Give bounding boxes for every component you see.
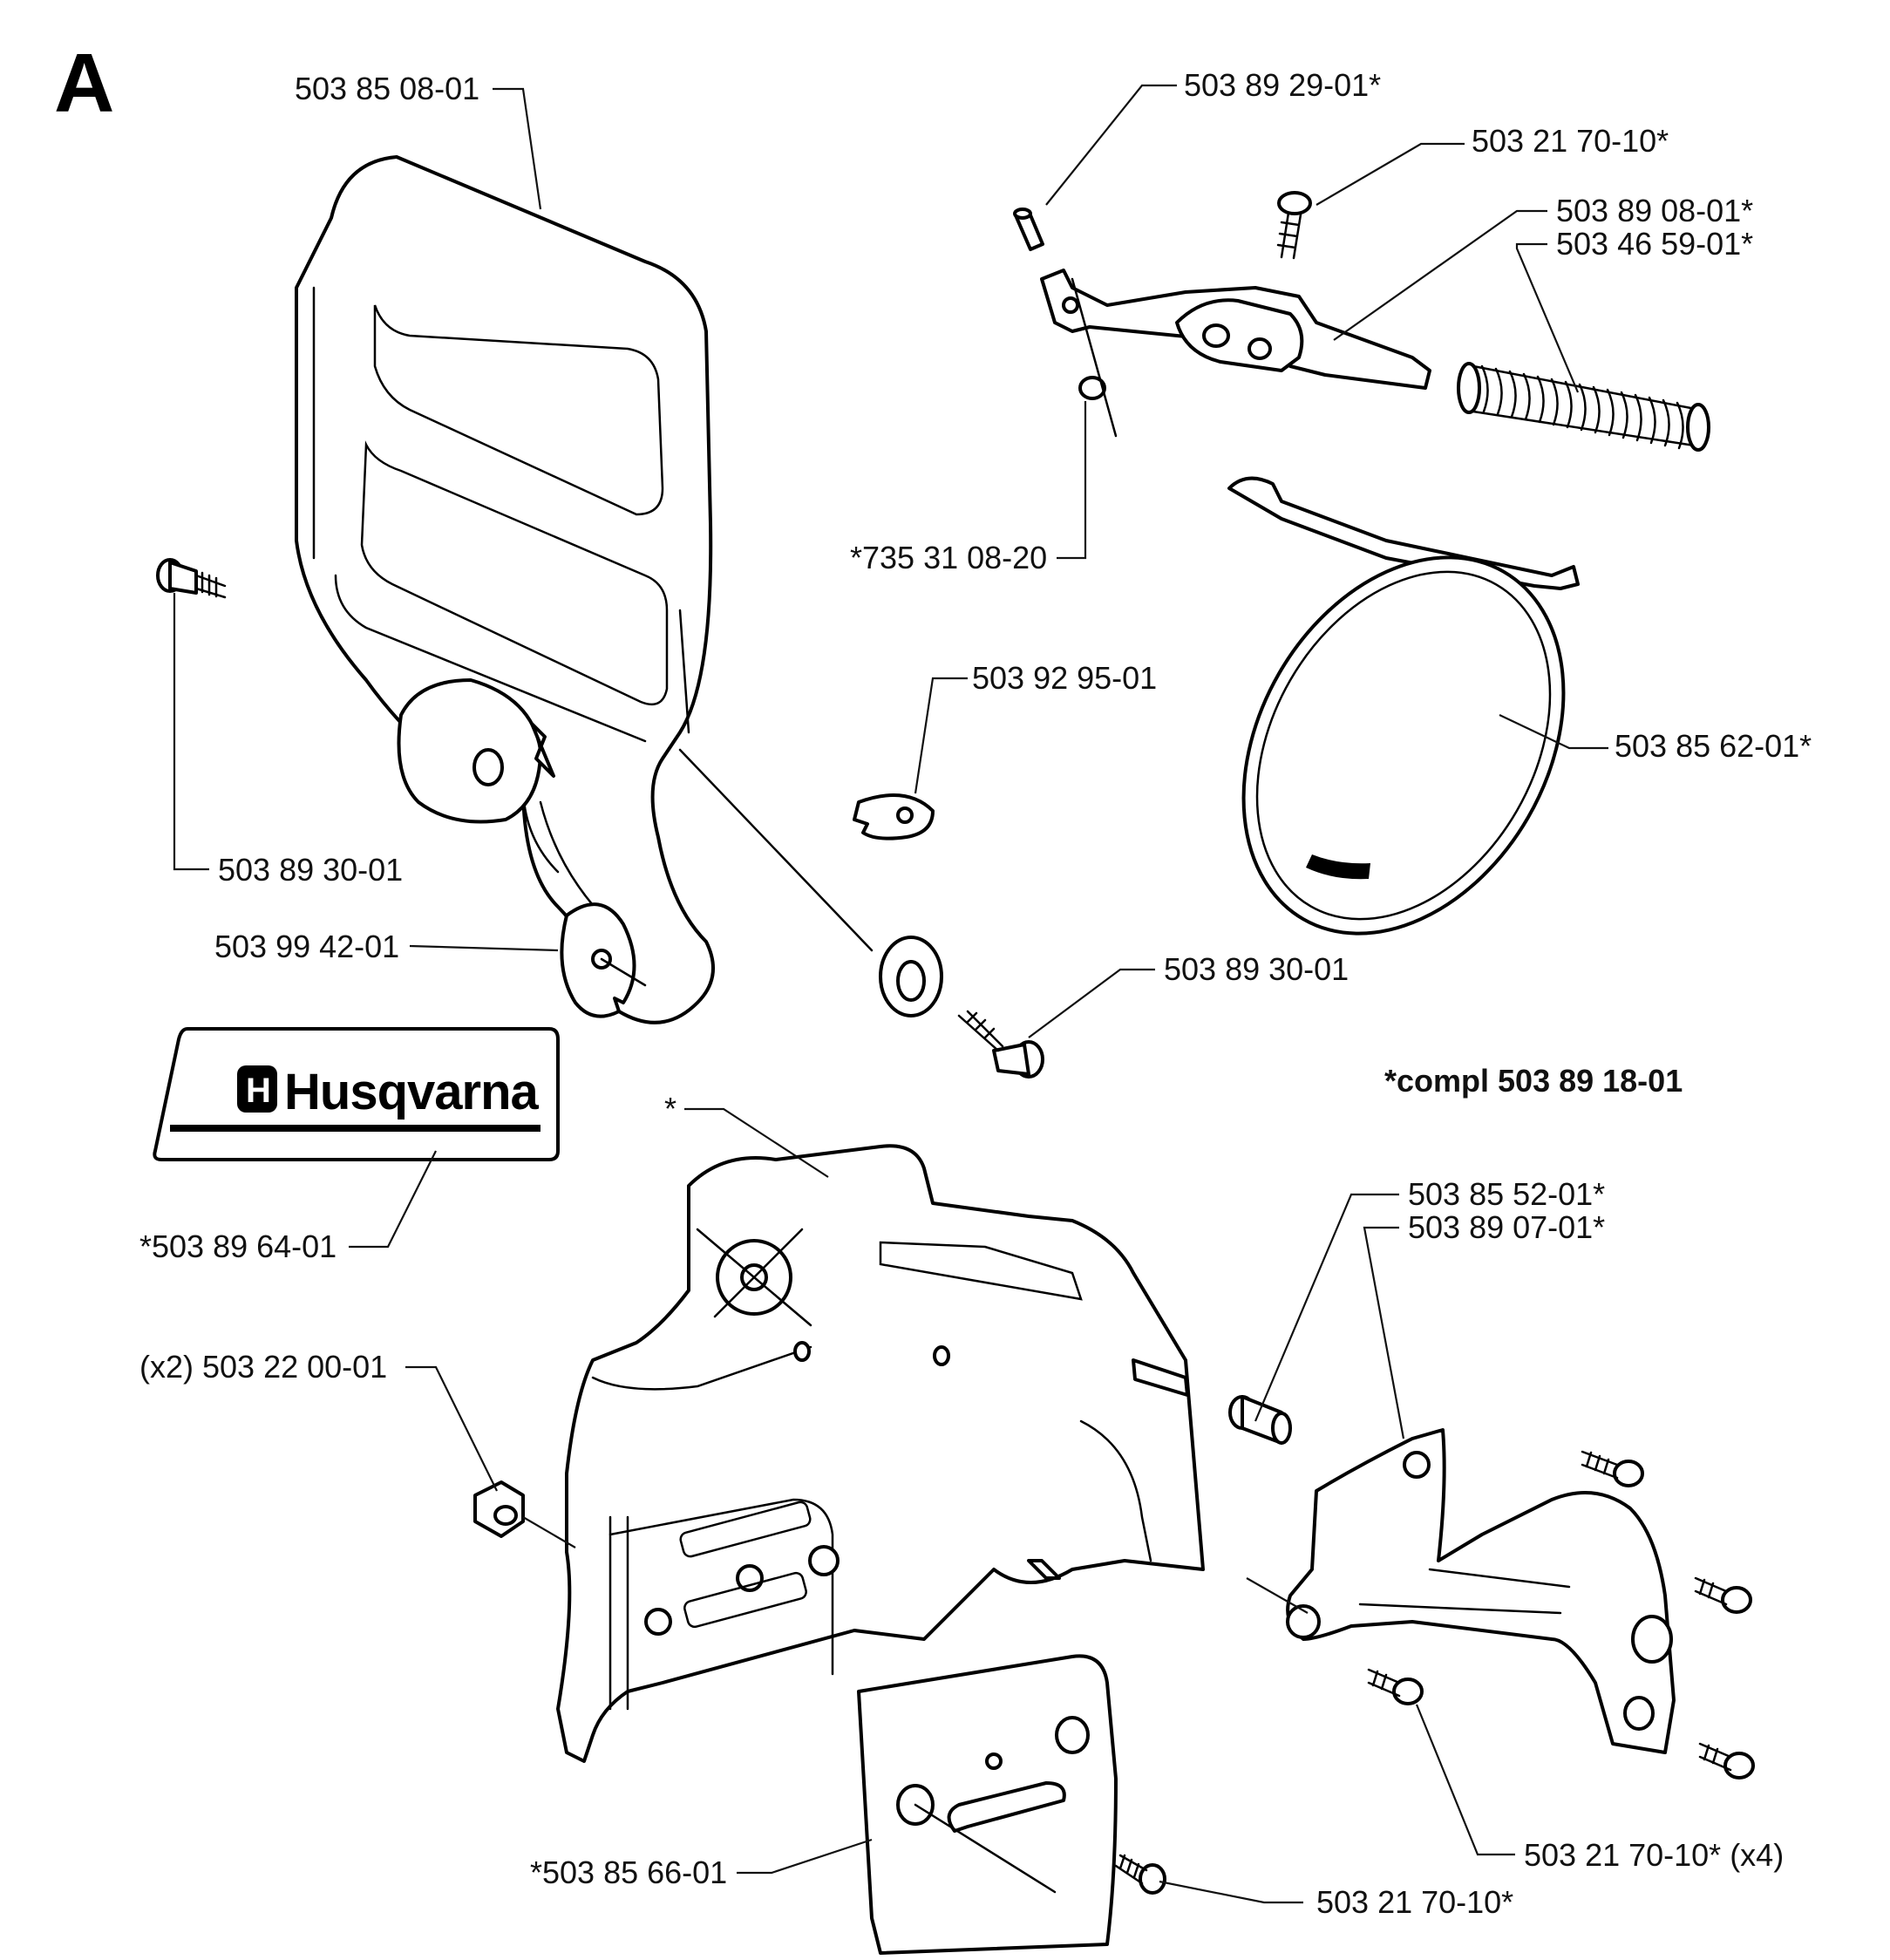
husqvarna-logo-icon: H [237,1065,277,1113]
label-washer-right: 503 92 95-01 [972,660,1157,696]
label-cover: * [664,1091,676,1126]
svg-text:H: H [246,1072,271,1110]
label-spring: 503 46 59-01* [1556,226,1753,262]
label-nut: (x2) 503 22 00-01 [139,1349,387,1385]
label-pin: 503 89 29-01* [1184,67,1381,103]
brake-band [1227,476,1580,936]
guide-plate [857,1654,1118,1955]
guard-screws [1367,1450,1755,1780]
label-screw-top: 503 21 70-10* [1472,123,1669,159]
screw-right [957,1010,1044,1079]
label-circlip: *735 31 08-20 [850,540,1047,575]
label-chain-brake-handle: 503 85 08-01 [295,71,479,106]
brake-lever-assembly [1013,191,1710,452]
note-complete-assembly: *compl 503 89 18-01 [1384,1063,1683,1099]
washer-left [560,902,647,1018]
label-brake-lever: 503 89 08-01* [1556,193,1753,228]
brand-name: Husqvarna [284,1064,540,1120]
chain-brake-handle [295,155,943,1024]
label-screw-bottom: 503 21 70-10* [1316,1884,1513,1920]
leader-lines [173,84,1608,1904]
label-decal: *503 89 64-01 [139,1228,337,1264]
nut [473,1480,525,1538]
label-guard: 503 89 07-01* [1408,1209,1605,1245]
label-sleeve: 503 85 52-01* [1408,1176,1605,1212]
label-brake-band: 503 85 62-01* [1615,728,1812,764]
sleeve [1228,1395,1292,1445]
decal: H Husqvarna [153,1027,560,1161]
label-screw-right: 503 89 30-01 [1164,951,1349,987]
clutch-cover [556,1144,1205,1763]
spring [1457,362,1710,452]
label-screws-x4: 503 21 70-10* (x4) [1524,1837,1784,1873]
screw-bottom [1114,1854,1166,1895]
label-washer-left: 503 99 42-01 [214,929,399,964]
section-letter: A [54,37,114,130]
chain-guard [1286,1428,1676,1754]
washer-right [853,793,935,840]
screw-left [156,558,227,599]
label-screw-left: 503 89 30-01 [218,852,403,888]
label-plate: *503 85 66-01 [530,1855,727,1890]
part-labels: 503 85 08-01 503 89 29-01* 503 21 70-10*… [139,67,1812,1920]
